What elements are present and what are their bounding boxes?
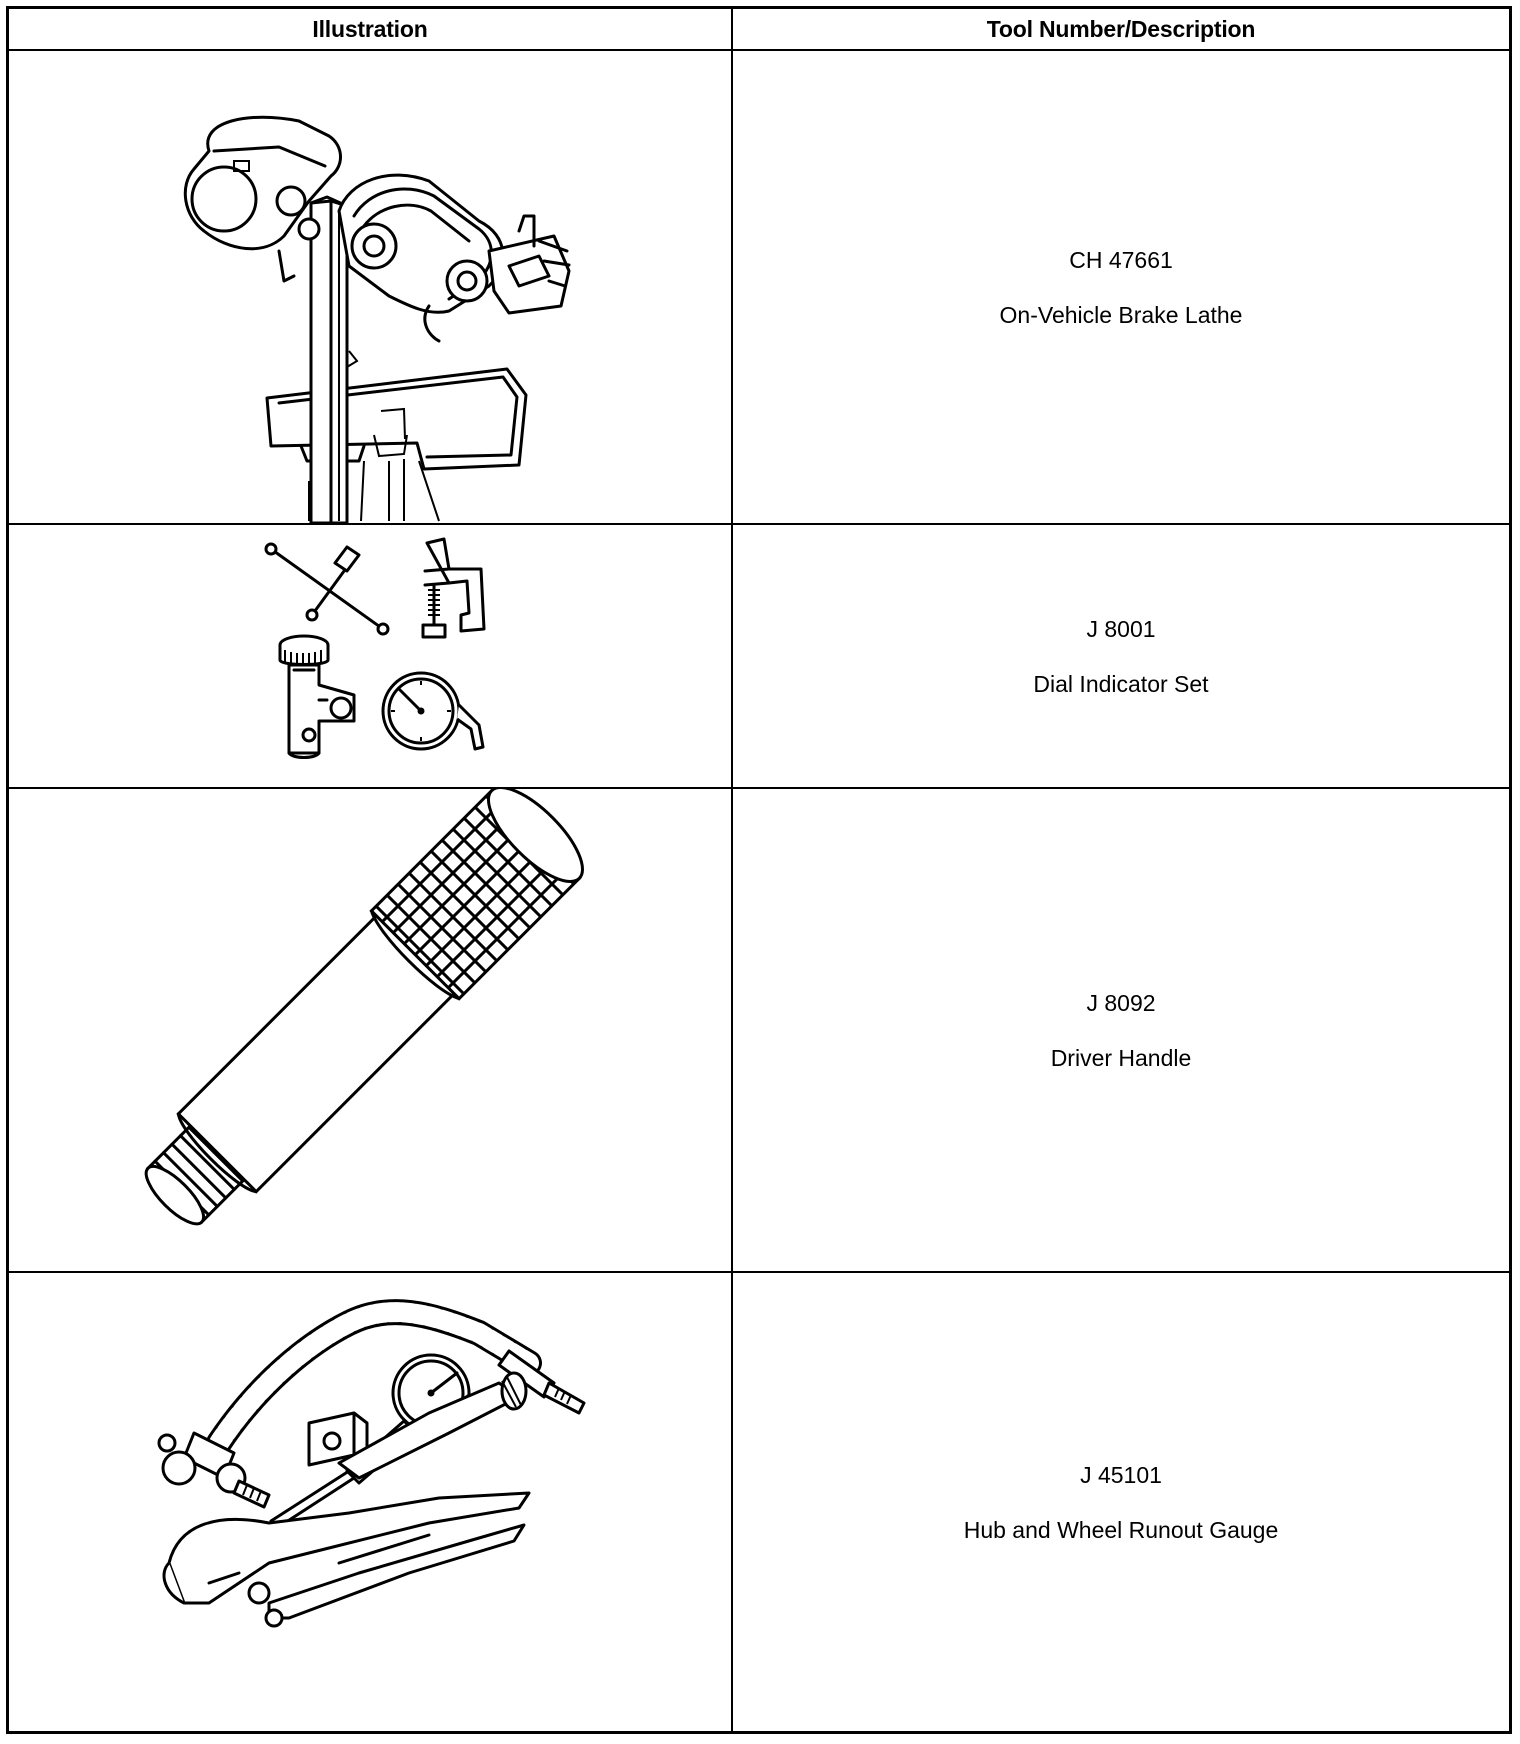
tool-name: Hub and Wheel Runout Gauge [963,1516,1279,1543]
table-row: CH 47661 On-Vehicle Brake Lathe [9,51,1509,525]
tool-description-cell: J 45101 Hub and Wheel Runout Gauge [733,1273,1509,1731]
column-divider [731,525,733,787]
column-divider [731,1273,733,1731]
driver-handle-illustration [9,789,731,1271]
driver-handle-icon [144,789,584,1226]
header-illustration: Illustration [312,15,428,42]
table-row: J 8092 Driver Handle [9,789,1509,1273]
tool-number: J 8092 [1086,989,1156,1016]
column-divider [731,789,733,1271]
tool-name: Dial Indicator Set [1033,670,1209,697]
brake-lathe-icon [183,115,571,523]
column-divider [731,51,733,523]
tool-description-cell: J 8092 Driver Handle [733,789,1509,1271]
table-row: J 45101 Hub and Wheel Runout Gauge [9,1273,1509,1731]
column-divider [731,9,733,49]
tool-name: On-Vehicle Brake Lathe [999,301,1243,328]
tool-description-cell: J 8001 Dial Indicator Set [733,525,1509,787]
table-row: J 8001 Dial Indicator Set [9,525,1509,789]
dial-indicator-set-icon [264,537,486,759]
table-header: Illustration Tool Number/Description [9,9,1509,51]
tool-description-cell: CH 47661 On-Vehicle Brake Lathe [733,51,1509,523]
header-tool-number-description: Tool Number/Description [986,15,1256,42]
dial-indicator-set-illustration [9,525,731,787]
special-tools-table: Illustration Tool Number/Description [6,6,1512,1734]
runout-gauge-illustration [9,1273,731,1731]
runout-gauge-icon [157,1299,586,1628]
brake-lathe-illustration [9,51,731,523]
tool-name: Driver Handle [1050,1044,1192,1071]
tool-number: J 45101 [1080,1461,1162,1488]
tool-number: CH 47661 [1069,246,1173,273]
tool-number: J 8001 [1086,615,1156,642]
